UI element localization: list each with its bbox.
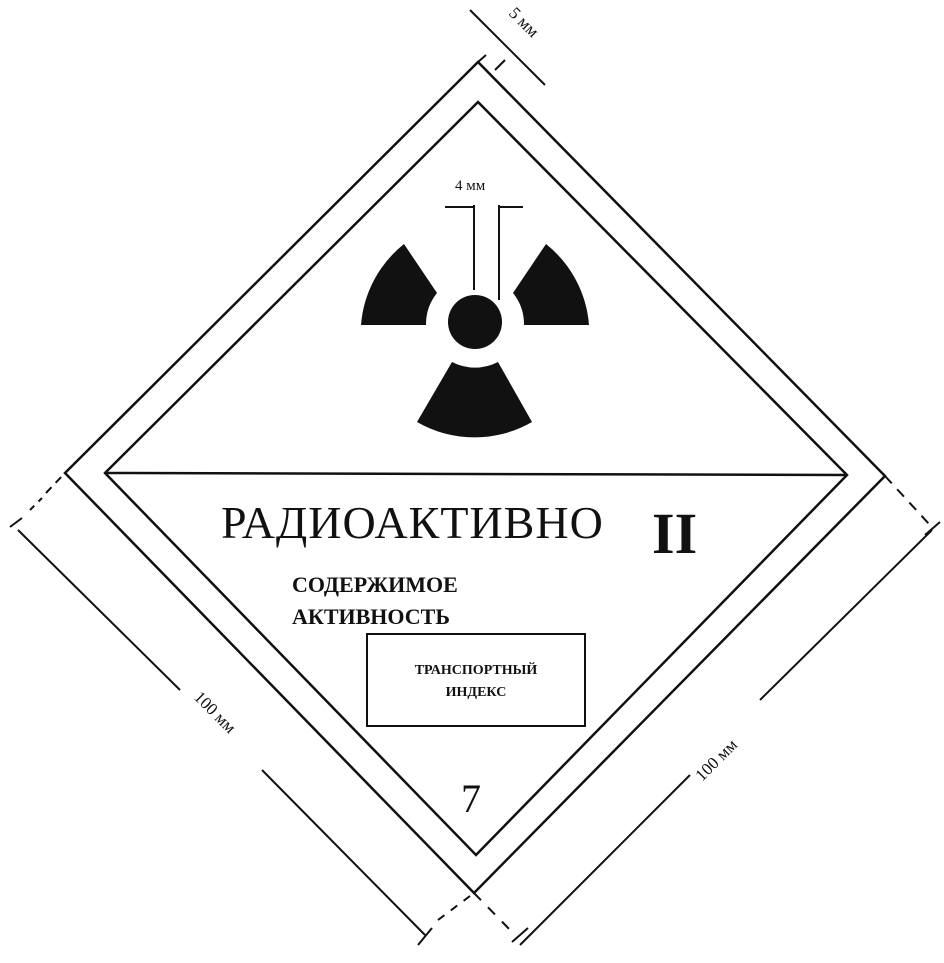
transport-index-line1: ТРАНСПОРТНЫЙ	[415, 661, 538, 678]
dimension-left-100mm	[9, 472, 475, 946]
label-activity: АКТИВНОСТЬ	[292, 604, 450, 629]
radiation-trefoil-icon	[361, 244, 589, 438]
dimension-right-label: 100 мм	[691, 735, 741, 785]
transport-index-line2: ИНДЕКС	[446, 685, 507, 700]
label-title: РАДИОАКТИВНО	[221, 497, 604, 548]
divider-line	[104, 471, 848, 477]
transport-index-box	[366, 633, 586, 727]
dimension-4mm-label: 4 мм	[455, 178, 486, 194]
dimension-left-label: 100 мм	[190, 687, 240, 737]
label-category: II	[652, 501, 697, 566]
inner-diamond-border	[103, 100, 849, 857]
dimension-5mm	[469, 9, 546, 86]
class-number: 7	[461, 776, 481, 821]
dimension-4mm	[445, 205, 523, 300]
dimension-5mm-label: 5 мм	[505, 3, 543, 41]
dimension-right-100mm	[473, 475, 941, 946]
label-contents: СОДЕРЖИМОЕ	[292, 572, 458, 597]
